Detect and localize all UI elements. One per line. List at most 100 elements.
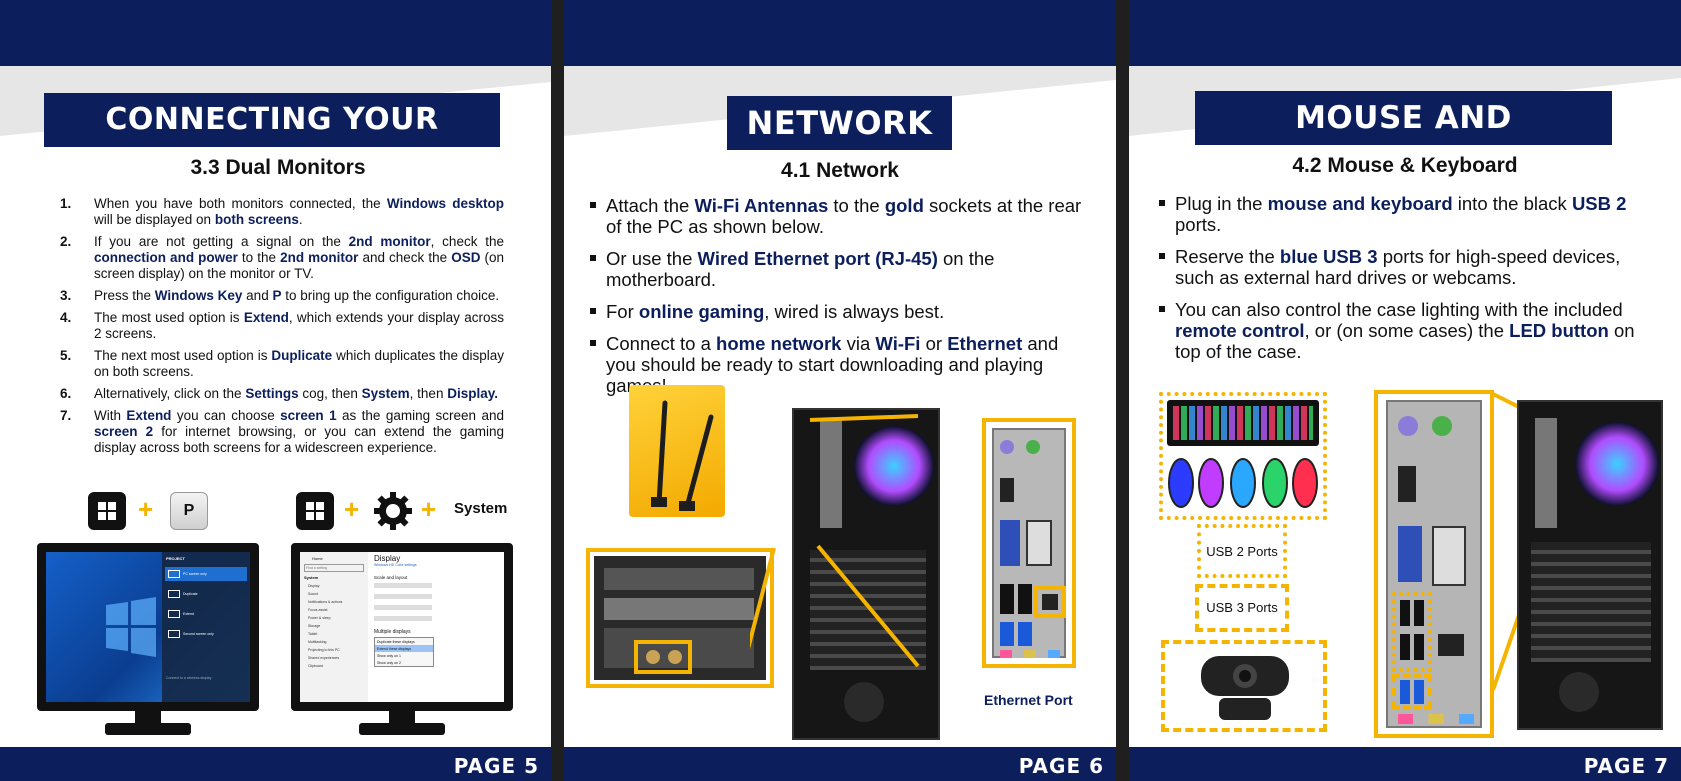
bullet-square-icon bbox=[590, 202, 596, 208]
body-text: Reserve the bbox=[1175, 246, 1280, 267]
keyword-text: Wi-Fi bbox=[875, 333, 921, 354]
settings-multiple: Multiple displays bbox=[374, 629, 411, 635]
keyword-text: screen 2 bbox=[94, 424, 154, 439]
keyword-text: home network bbox=[716, 333, 842, 354]
body-text: Plug in the bbox=[1175, 193, 1268, 214]
settings-hd-link[interactable]: Windows HD Color settings bbox=[374, 563, 417, 567]
footer-bar: PAGE 5 bbox=[0, 747, 551, 781]
antenna-icon bbox=[651, 400, 714, 511]
list-item: 6.Alternatively, click on the Settings c… bbox=[58, 386, 504, 402]
bullet-square-icon bbox=[590, 255, 596, 261]
bullet-item: Connect to a home network via Wi-Fi or E… bbox=[590, 333, 1092, 396]
section-subtitle: 4.1 Network bbox=[781, 159, 899, 182]
multiple-display-option[interactable]: Extend these displays bbox=[375, 645, 433, 652]
keyword-text: Duplicate bbox=[271, 348, 333, 363]
page-banner: CONNECTING YOUR MONITOR bbox=[44, 93, 500, 191]
body-text: , which extends your display across 2 sc… bbox=[94, 310, 504, 341]
bullet-item: Attach the Wi-Fi Antennas to the gold so… bbox=[590, 195, 1092, 237]
bullet-square-icon bbox=[1159, 306, 1165, 312]
display-mode-icon bbox=[168, 610, 180, 618]
list-number: 1. bbox=[60, 196, 72, 211]
callout-lines bbox=[750, 414, 920, 668]
body-text: cog, then bbox=[298, 386, 362, 401]
settings-scale: Scale and layout bbox=[374, 575, 408, 580]
body-text: to bring up the configuration choice. bbox=[281, 288, 500, 303]
keyboard-icon bbox=[1167, 400, 1319, 446]
keyword-text: Settings bbox=[245, 386, 299, 401]
keyword-text: blue USB 3 bbox=[1279, 246, 1378, 267]
keyword-text: connection and power bbox=[94, 250, 238, 265]
ethernet-port-label: Ethernet Port bbox=[984, 692, 1073, 708]
multiple-display-option[interactable]: Show only on 2 bbox=[377, 660, 401, 665]
settings-nav-item[interactable]: Multitasking bbox=[308, 640, 327, 644]
list-number: 7. bbox=[60, 408, 72, 423]
settings-nav-item[interactable]: Clipboard bbox=[308, 664, 323, 668]
wireless-display-link[interactable]: Connect to a wireless display bbox=[166, 676, 212, 680]
body-text: , then bbox=[409, 386, 448, 401]
project-option[interactable]: PC screen only bbox=[165, 567, 247, 581]
footer-bar: PAGE 6 bbox=[564, 747, 1116, 781]
bullet-item: For online gaming, wired is always best. bbox=[590, 301, 1092, 322]
list-item: 2.If you are not getting a signal on the… bbox=[58, 234, 504, 282]
keyword-text: mouse and keyboard bbox=[1267, 193, 1453, 214]
body-text: which duplicates the display on both scr… bbox=[94, 348, 504, 379]
page-number: PAGE 7 bbox=[1583, 754, 1669, 778]
ethernet-port-highlight bbox=[1034, 586, 1066, 618]
body-text: and bbox=[242, 288, 273, 303]
settings-nav-item[interactable]: Projecting to this PC bbox=[308, 648, 340, 652]
settings-nav-item[interactable]: Focus assist bbox=[308, 608, 328, 612]
project-option[interactable]: Second screen only bbox=[165, 627, 247, 641]
rgb-fan bbox=[1575, 422, 1659, 506]
project-option[interactable]: Duplicate bbox=[165, 587, 247, 601]
settings-home[interactable]: Home bbox=[312, 556, 323, 561]
display-mode-icon bbox=[168, 630, 180, 638]
settings-nav-item[interactable]: Display bbox=[308, 584, 320, 588]
settings-nav-item[interactable]: Notifications & actions bbox=[308, 600, 343, 604]
multiple-display-option[interactable]: Show only on 1 bbox=[377, 653, 401, 658]
page-banner: NETWORK bbox=[727, 96, 952, 150]
usb2-label-box: USB 2 Ports bbox=[1197, 524, 1287, 578]
webcam-callout bbox=[1161, 640, 1327, 732]
footer-bar: PAGE 7 bbox=[1129, 747, 1681, 781]
keyword-text: P bbox=[272, 288, 282, 303]
body-text: , check the bbox=[430, 234, 504, 249]
page-7: MOUSE AND KEYBOARD 4.2 Mouse & Keyboard … bbox=[1129, 0, 1681, 781]
body-text: sockets at the rear of the PC as shown b… bbox=[606, 195, 1082, 237]
system-label: System bbox=[454, 500, 508, 517]
pc-tower-rear bbox=[792, 408, 940, 740]
keyword-text: remote control bbox=[1175, 320, 1305, 341]
windows-key-icon bbox=[88, 492, 126, 530]
keyword-text: Extend bbox=[126, 408, 172, 423]
gold-socket-highlight bbox=[634, 640, 692, 674]
project-option[interactable]: Extend bbox=[165, 607, 247, 621]
settings-nav-item[interactable]: Power & sleep bbox=[308, 616, 331, 620]
header-bar bbox=[0, 0, 551, 66]
list-item: 1.When you have both monitors connected,… bbox=[58, 196, 504, 228]
antenna-socket-callout bbox=[586, 548, 774, 688]
p-key-icon: P bbox=[170, 492, 208, 530]
list-item: 4.The most used option is Extend, which … bbox=[58, 310, 504, 342]
keyword-text: USB 2 bbox=[1571, 193, 1627, 214]
settings-nav-item[interactable]: Shared experiences bbox=[308, 656, 340, 660]
multiple-display-option[interactable]: Duplicate these displays bbox=[377, 639, 415, 644]
body-text: Connect to a bbox=[606, 333, 717, 354]
usb2-label: USB 2 Ports bbox=[1206, 544, 1278, 559]
plus-icon: + bbox=[138, 494, 154, 524]
list-number: 6. bbox=[60, 386, 72, 401]
bullet-square-icon bbox=[1159, 200, 1165, 206]
keyword-text: gold bbox=[884, 195, 924, 216]
mice-icon bbox=[1167, 456, 1319, 510]
settings-nav-item[interactable]: Sound bbox=[308, 592, 319, 596]
body-text: You can also control the case lighting w… bbox=[1175, 299, 1623, 320]
settings-nav-item[interactable]: Tablet bbox=[308, 632, 318, 636]
settings-search[interactable]: Find a setting bbox=[304, 564, 364, 572]
settings-nav-item[interactable]: Storage bbox=[308, 624, 321, 628]
project-option-label: Duplicate bbox=[183, 592, 198, 596]
list-number: 2. bbox=[60, 234, 72, 249]
mouse-keyboard-bullet-list: Plug in the mouse and keyboard into the … bbox=[1159, 193, 1651, 373]
keyword-text: Display. bbox=[447, 386, 498, 401]
section-subtitle: 4.2 Mouse & Keyboard bbox=[1292, 154, 1518, 177]
body-text: . bbox=[298, 212, 303, 227]
